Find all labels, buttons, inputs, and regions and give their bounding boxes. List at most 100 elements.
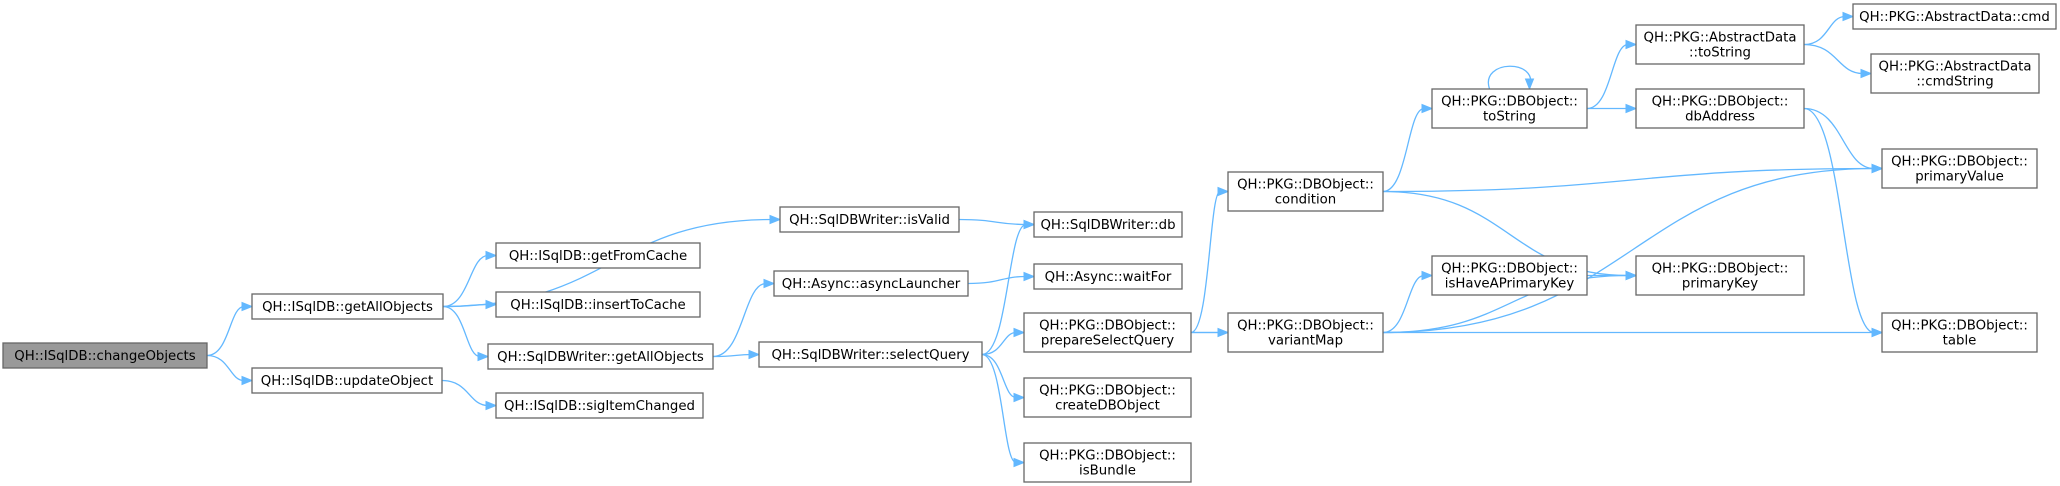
edge-getAllObjectsDB-to-insertToCache	[442, 303, 489, 308]
edge-getAllObjectsWriter-to-asyncLauncher	[712, 282, 767, 358]
node-cmdString[interactable]: QH::PKG::AbstractData::cmdString	[1870, 53, 2040, 94]
node-toString[interactable]: QH::PKG::DBObject::toString	[1431, 88, 1588, 129]
node-getAllObjectsDB[interactable]: QH::ISqlDB::getAllObjects	[251, 293, 444, 320]
node-changeObjects[interactable]: QH::ISqlDB::changeObjects	[2, 342, 208, 369]
node-box-sigItemChanged[interactable]	[495, 392, 704, 419]
node-waitFor[interactable]: QH::Async::waitFor	[1033, 263, 1183, 290]
edge-arrowhead-toString-to-toString	[1524, 78, 1535, 91]
node-box-isBundle[interactable]	[1023, 442, 1192, 483]
node-label-isHaveAPrimaryKey-line-1: isHaveAPrimaryKey	[1445, 277, 1575, 292]
node-box-primaryValue[interactable]	[1881, 148, 2038, 189]
node-variantMap[interactable]: QH::PKG::DBObject::variantMap	[1227, 312, 1384, 353]
node-box-prepareSelectQuery[interactable]	[1023, 312, 1192, 353]
node-label-isBundle-line-0: QH::PKG::DBObject::	[1039, 449, 1176, 464]
edge-arrowhead-toString-to-adToString	[1625, 39, 1638, 50]
node-label-table-line-0: QH::PKG::DBObject::	[1891, 319, 2028, 334]
node-label-dbAddress-line-1: dbAddress	[1685, 110, 1755, 125]
node-box-waitFor[interactable]	[1033, 263, 1183, 290]
node-box-toString[interactable]	[1431, 88, 1588, 129]
edge-arrowhead-selectQuery-to-isBundle	[1013, 457, 1026, 468]
node-condition[interactable]: QH::PKG::DBObject::condition	[1227, 171, 1384, 212]
node-box-updateObject[interactable]	[251, 367, 443, 394]
node-box-getAllObjectsWriter[interactable]	[487, 343, 714, 370]
node-label-getAllObjectsDB-line-0: QH::ISqlDB::getAllObjects	[262, 300, 433, 315]
edge-arrowhead-variantMap-to-isHaveAPrimaryKey	[1421, 270, 1434, 281]
node-box-isHaveAPrimaryKey[interactable]	[1431, 255, 1588, 296]
node-box-primaryKey[interactable]	[1635, 255, 1805, 296]
node-label-insertToCache-line-0: QH::ISqlDB::insertToCache	[510, 298, 686, 313]
node-label-primaryKey-line-0: QH::PKG::DBObject::	[1652, 262, 1789, 277]
node-label-isHaveAPrimaryKey-line-0: QH::PKG::DBObject::	[1441, 262, 1578, 277]
nodes-layer: QH::ISqlDB::changeObjects QH::ISqlDB::get…	[2, 3, 2057, 483]
edge-arrowhead-getAllObjectsDB-to-getFromCache	[485, 250, 498, 261]
node-selectQuery[interactable]: QH::SqlDBWriter::selectQuery	[758, 341, 983, 368]
edge-arrowhead-getAllObjectsDB-to-getAllObjectsWriter	[477, 351, 490, 362]
node-asyncLauncher[interactable]: QH::Async::asyncLauncher	[773, 270, 969, 297]
node-box-getFromCache[interactable]	[495, 242, 701, 269]
edge-adToString-to-cmd	[1803, 15, 1846, 46]
node-label-createDBObject-line-1: createDBObject	[1055, 399, 1160, 414]
node-adToString[interactable]: QH::PKG::AbstractData::toString	[1635, 24, 1805, 65]
edge-toString-to-toString	[1487, 65, 1532, 90]
edge-adToString-to-cmdString	[1803, 43, 1864, 75]
node-table[interactable]: QH::PKG::DBObject::table	[1881, 312, 2038, 353]
node-box-table[interactable]	[1881, 312, 2038, 353]
edge-arrowhead-adToString-to-cmd	[1842, 11, 1855, 22]
node-box-asyncLauncher[interactable]	[773, 270, 969, 297]
node-box-adToString[interactable]	[1635, 24, 1805, 65]
node-isValid[interactable]: QH::SqlDBWriter::isValid	[779, 206, 960, 233]
node-isHaveAPrimaryKey[interactable]: QH::PKG::DBObject::isHaveAPrimaryKey	[1431, 255, 1588, 296]
node-label-isValid-line-0: QH::SqlDBWriter::isValid	[789, 213, 950, 228]
node-sigItemChanged[interactable]: QH::ISqlDB::sigItemChanged	[495, 392, 704, 419]
node-label-dbAddress-line-0: QH::PKG::DBObject::	[1652, 95, 1789, 110]
node-box-createDBObject[interactable]	[1023, 377, 1192, 418]
node-label-variantMap-line-1: variantMap	[1268, 334, 1343, 349]
node-getAllObjectsWriter[interactable]: QH::SqlDBWriter::getAllObjects	[487, 343, 714, 370]
edge-arrowhead-selectQuery-to-prepareSelectQuery	[1013, 327, 1026, 338]
node-db[interactable]: QH::SqlDBWriter::db	[1033, 211, 1183, 238]
node-box-cmdString[interactable]	[1870, 53, 2040, 94]
node-getFromCache[interactable]: QH::ISqlDB::getFromCache	[495, 242, 701, 269]
node-label-variantMap-line-0: QH::PKG::DBObject::	[1237, 319, 1374, 334]
node-isBundle[interactable]: QH::PKG::DBObject::isBundle	[1023, 442, 1192, 483]
edge-arrowhead-selectQuery-to-createDBObject	[1013, 392, 1026, 403]
edge-arrowhead-dbAddress-to-table	[1871, 327, 1884, 338]
node-label-cmdString-line-1: ::cmdString	[1916, 75, 1993, 90]
edge-selectQuery-to-createDBObject	[981, 353, 1017, 399]
edge-arrowhead-getAllObjectsWriter-to-asyncLauncher	[763, 278, 776, 289]
node-box-isValid[interactable]	[779, 206, 960, 233]
node-updateObject[interactable]: QH::ISqlDB::updateObject	[251, 367, 443, 394]
node-cmd[interactable]: QH::PKG::AbstractData::cmd	[1852, 3, 2057, 30]
node-box-db[interactable]	[1033, 211, 1183, 238]
edge-toString-to-adToString	[1586, 43, 1629, 110]
node-primaryKey[interactable]: QH::PKG::DBObject::primaryKey	[1635, 255, 1805, 296]
edge-getAllObjectsDB-to-getAllObjectsWriter	[442, 305, 481, 358]
edge-variantMap-to-isHaveAPrimaryKey	[1382, 274, 1425, 334]
node-primaryValue[interactable]: QH::PKG::DBObject::primaryValue	[1881, 148, 2038, 189]
edge-arrowhead-prepareSelectQuery-to-condition	[1217, 186, 1230, 197]
edge-asyncLauncher-to-waitFor	[967, 275, 1027, 285]
node-prepareSelectQuery[interactable]: QH::PKG::DBObject::prepareSelectQuery	[1023, 312, 1192, 353]
node-box-changeObjects[interactable]	[2, 342, 208, 369]
node-box-getAllObjectsDB[interactable]	[251, 293, 444, 320]
node-label-adToString-line-1: ::toString	[1689, 46, 1751, 61]
node-label-cmd-line-0: QH::PKG::AbstractData::cmd	[1859, 10, 2050, 25]
edge-arrowhead-toString-to-dbAddress	[1625, 103, 1638, 114]
node-label-sigItemChanged-line-0: QH::ISqlDB::sigItemChanged	[504, 399, 695, 414]
node-label-primaryValue-line-0: QH::PKG::DBObject::	[1891, 155, 2028, 170]
edge-arrowhead-isHaveAPrimaryKey-to-primaryKey	[1625, 270, 1638, 281]
node-box-condition[interactable]	[1227, 171, 1384, 212]
edge-arrowhead-getAllObjectsDB-to-isValid	[769, 214, 782, 225]
edge-arrowhead-adToString-to-cmdString	[1860, 68, 1873, 79]
node-box-dbAddress[interactable]	[1635, 88, 1805, 129]
edge-changeObjects-to-getAllObjectsDB	[206, 305, 245, 357]
node-createDBObject[interactable]: QH::PKG::DBObject::createDBObject	[1023, 377, 1192, 418]
node-box-selectQuery[interactable]	[758, 341, 983, 368]
node-label-toString-line-1: toString	[1483, 110, 1536, 125]
node-box-insertToCache[interactable]	[495, 291, 701, 318]
node-box-cmd[interactable]	[1852, 3, 2057, 30]
node-box-variantMap[interactable]	[1227, 312, 1384, 353]
node-insertToCache[interactable]: QH::ISqlDB::insertToCache	[495, 291, 701, 318]
node-dbAddress[interactable]: QH::PKG::DBObject::dbAddress	[1635, 88, 1805, 129]
edge-arrowhead-getAllObjectsDB-to-insertToCache	[485, 299, 498, 310]
